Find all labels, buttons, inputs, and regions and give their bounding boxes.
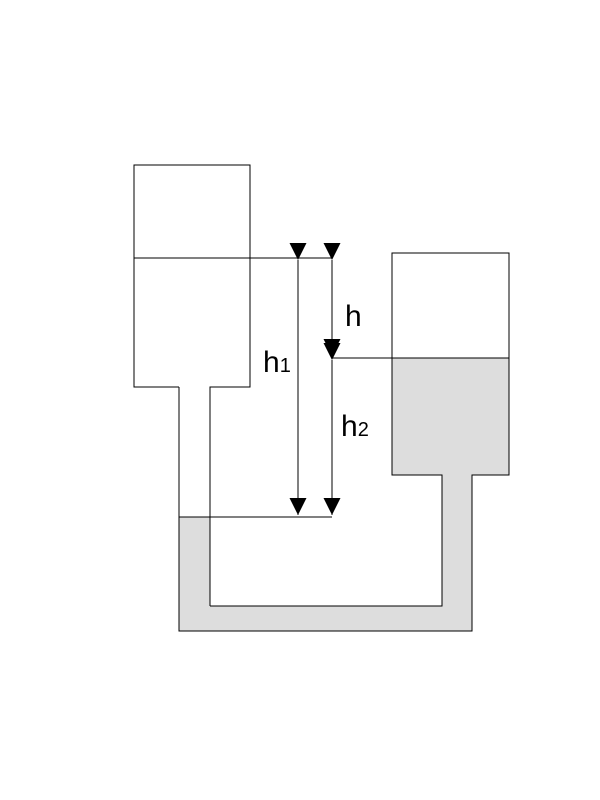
left-tank-outline [133, 164, 251, 606]
label-h2-base: h [341, 410, 358, 443]
liquid-fill [179, 358, 509, 631]
label-h2-subscript: 2 [358, 419, 369, 441]
label-h1-base: h [263, 346, 280, 379]
label-h1-subscript: 1 [280, 355, 291, 377]
label-h: h [345, 300, 362, 333]
label-h2: h2 [341, 410, 369, 443]
label-h1: h1 [263, 346, 291, 379]
right-tank-outline [178, 252, 510, 632]
